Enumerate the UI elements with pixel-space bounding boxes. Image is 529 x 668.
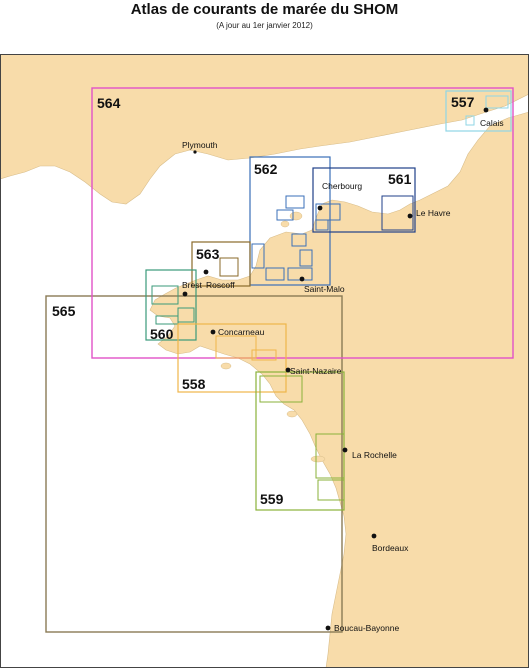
atlas-559-subchart xyxy=(259,375,303,403)
city-boucau-bayonne: Boucau-Bayonne xyxy=(325,623,399,633)
city-label-saint-nazaire: Saint-Nazaire xyxy=(290,366,342,376)
city-marker xyxy=(483,107,489,113)
atlas-562-subchart xyxy=(299,249,313,267)
city-marker xyxy=(407,213,413,219)
atlas-557-label: 557 xyxy=(451,94,475,110)
atlas-560-outline xyxy=(145,269,197,341)
atlas-558-label: 558 xyxy=(182,376,206,392)
atlas-557[interactable]: 557 xyxy=(445,90,512,132)
atlas-562-subchart xyxy=(315,219,329,231)
city-marker xyxy=(182,291,188,297)
atlas-563[interactable]: 563 xyxy=(191,241,251,287)
atlas-558-subchart xyxy=(215,335,257,359)
city-label-la-rochelle: La Rochelle xyxy=(352,450,397,460)
city-le-havre: Le Havre xyxy=(407,208,451,219)
atlas-564[interactable]: 564 xyxy=(91,87,514,359)
city-marker xyxy=(285,367,291,373)
atlas-565[interactable]: 565 xyxy=(45,295,343,633)
city-saint-nazaire: Saint-Nazaire xyxy=(285,366,342,376)
atlas-557-subchart xyxy=(465,115,475,126)
atlas-562-subchart xyxy=(285,195,305,209)
city-marker xyxy=(193,150,197,154)
atlas-557-subchart xyxy=(485,95,509,109)
atlas-557-outline xyxy=(445,90,512,132)
atlas-559-subchart xyxy=(315,433,345,479)
page-title: Atlas de courants de marée du SHOM xyxy=(130,1,399,18)
city-marker xyxy=(342,447,348,453)
island xyxy=(286,410,298,418)
atlas-564-label: 564 xyxy=(97,95,121,111)
atlas-560-label: 560 xyxy=(150,326,174,342)
city-label-bordeaux: Bordeaux xyxy=(372,543,409,553)
city-marker xyxy=(210,329,216,335)
city-label-le-havre: Le Havre xyxy=(416,208,451,218)
atlas-559-subchart xyxy=(317,479,345,501)
atlas-563-subchart xyxy=(219,257,239,277)
city-marker xyxy=(371,533,377,539)
city-roscoff: Roscoff xyxy=(203,269,235,290)
atlas-558-outline xyxy=(177,323,287,393)
island xyxy=(310,455,326,463)
city-cherbourg: Cherbourg xyxy=(317,181,362,211)
atlas-562-outline xyxy=(249,156,331,286)
city-label-boucau-bayonne: Boucau-Bayonne xyxy=(334,623,399,633)
city-bordeaux: Bordeaux xyxy=(371,533,409,553)
atlas-562-label: 562 xyxy=(254,161,278,177)
atlas-561-outline xyxy=(312,167,416,233)
atlas-558-subchart xyxy=(251,349,277,361)
atlas-565-outline xyxy=(45,295,343,633)
atlas-563-label: 563 xyxy=(196,246,220,262)
atlas-561[interactable]: 561 xyxy=(312,167,416,233)
city-brest: Brest xyxy=(182,280,202,297)
city-concarneau: Concarneau xyxy=(210,327,265,337)
city-marker xyxy=(325,625,331,631)
atlas-563-outline xyxy=(191,241,251,287)
atlas-562-subchart xyxy=(251,243,265,269)
island xyxy=(220,362,232,370)
atlas-564-outline xyxy=(91,87,514,359)
city-la-rochelle: La Rochelle xyxy=(342,447,397,460)
atlas-560-subchart xyxy=(151,285,179,305)
city-label-concarneau: Concarneau xyxy=(218,327,265,337)
atlas-561-label: 561 xyxy=(388,171,412,187)
atlas-565-label: 565 xyxy=(52,303,76,319)
tidal-atlas-map: 565 564 557 562 561 563 xyxy=(0,54,529,668)
atlas-558[interactable]: 558 xyxy=(177,323,287,393)
city-marker xyxy=(317,205,323,211)
city-label-calais: Calais xyxy=(480,118,504,128)
city-plymouth: Plymouth xyxy=(182,140,218,154)
land-england xyxy=(0,54,529,205)
island xyxy=(280,220,290,228)
atlas-561-subchart xyxy=(381,195,414,231)
atlas-562[interactable]: 562 xyxy=(249,156,341,286)
atlas-559[interactable]: 559 xyxy=(255,371,345,511)
city-label-roscoff: Roscoff xyxy=(206,280,235,290)
atlas-562-subchart xyxy=(265,267,285,281)
city-calais: Calais xyxy=(480,107,504,128)
page-subtitle: (A jour au 1er janvier 2012) xyxy=(216,21,313,30)
atlas-560-subchart xyxy=(177,307,195,323)
city-label-plymouth: Plymouth xyxy=(182,140,218,150)
city-label-brest: Brest xyxy=(182,280,202,290)
island xyxy=(289,211,303,221)
atlas-559-label: 559 xyxy=(260,491,284,507)
atlas-560[interactable]: 560 xyxy=(145,269,197,342)
atlas-562-subchart xyxy=(291,233,307,247)
atlas-562-subchart xyxy=(276,209,294,221)
city-label-cherbourg: Cherbourg xyxy=(322,181,362,191)
city-label-saint-malo: Saint-Malo xyxy=(304,284,345,294)
city-saint-malo: Saint-Malo xyxy=(299,276,345,294)
city-marker xyxy=(203,269,209,275)
land-france xyxy=(149,111,529,668)
city-marker xyxy=(299,276,305,282)
